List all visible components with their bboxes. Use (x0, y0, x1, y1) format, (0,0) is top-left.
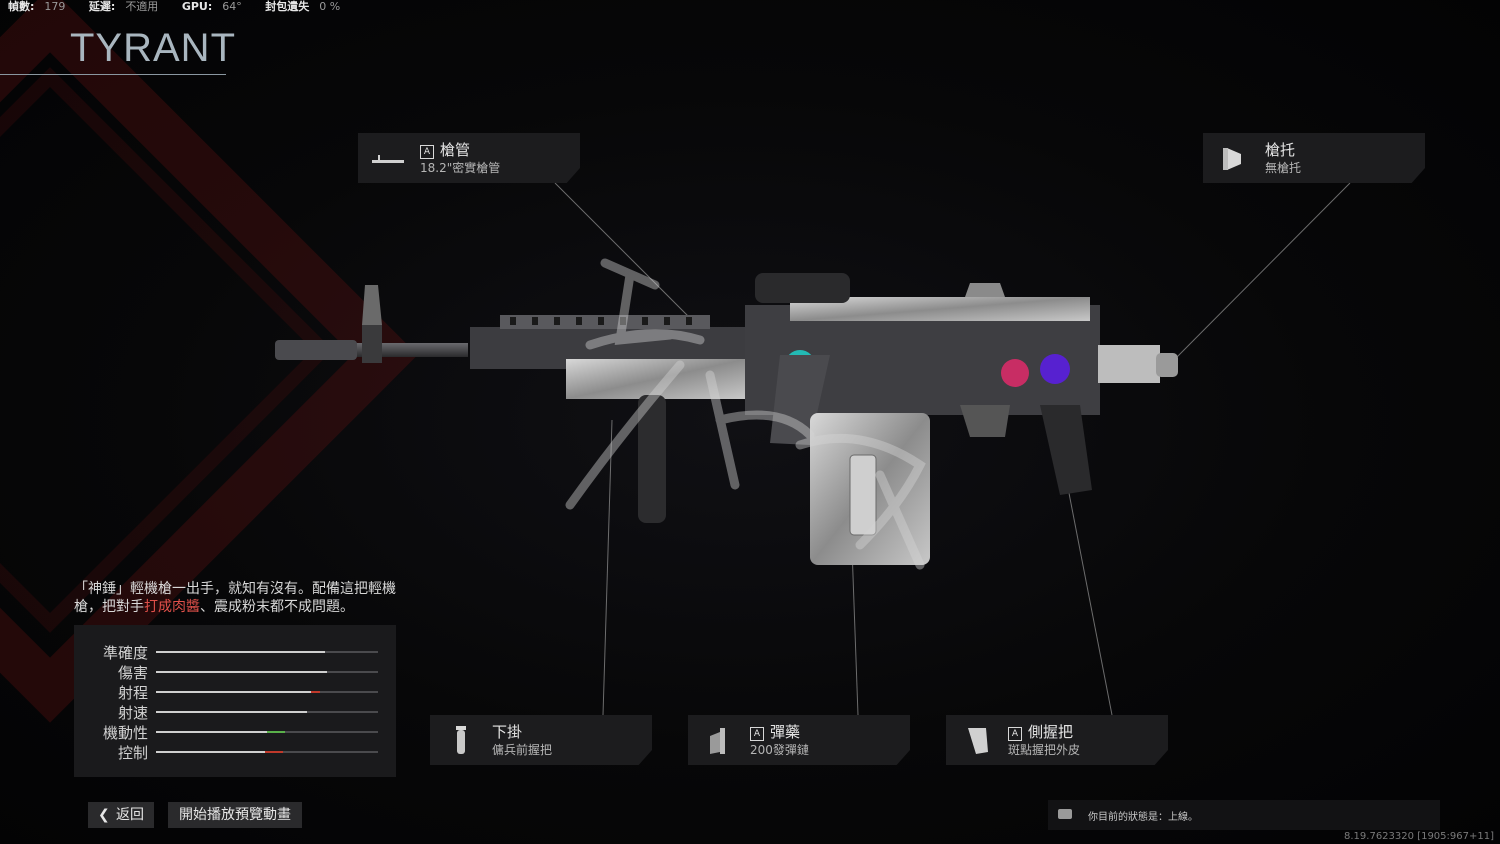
description-text-end: 、震成粉末都不成問題。 (200, 599, 354, 615)
stat-bar (156, 671, 378, 673)
stat-fill (156, 731, 267, 733)
title-underline (0, 74, 226, 75)
attachment-card-underbarrel[interactable]: 下掛 傭兵前握把 (430, 715, 652, 765)
attachment-name: 槍管 (440, 141, 471, 159)
description-text: 「神錘」輕機槍一出手，就知有沒有。配備這把輕機槍，把對手 (74, 581, 396, 615)
stat-row-fire-rate: 射速 (74, 702, 396, 722)
attachment-card-rear-grip[interactable]: A 側握把 斑點握把外皮 (946, 715, 1168, 765)
stat-delta (264, 751, 283, 753)
stat-row-accuracy: 準確度 (74, 642, 396, 662)
stat-fill (156, 671, 327, 673)
packet-loss-value: 0 % (319, 0, 341, 13)
chat-bubble-icon (1058, 809, 1072, 819)
stat-label: 控制 (117, 744, 148, 762)
ammo-icon (710, 728, 725, 754)
stat-delta (267, 731, 285, 733)
attachment-card-barrel[interactable]: A 槍管 18.2"密實槍管 (358, 133, 580, 183)
attachment-detail: 斑點握把外皮 (1008, 743, 1081, 757)
stat-label: 射速 (117, 704, 148, 722)
attachment-card-stock[interactable]: 槍托 無槍托 (1203, 133, 1425, 183)
gunsmith-badge-icon: A (750, 727, 764, 741)
stats-panel: 準確度 傷害 射程 射速 機動性 控制 (74, 625, 396, 777)
gunsmith-badge-icon: A (420, 145, 434, 159)
attachment-detail: 無槍托 (1265, 161, 1302, 175)
build-version: 8.19.7623320 [1905:967+11] (1344, 831, 1494, 842)
packet-loss-label: 封包遺失 (265, 0, 310, 13)
attachment-name: 槍托 (1265, 141, 1296, 159)
stat-fill (156, 711, 307, 713)
watermark-calligraphy (565, 258, 926, 570)
stat-label: 機動性 (102, 724, 148, 742)
attachment-detail: 傭兵前握把 (492, 743, 553, 757)
attachment-name: 側握把 (1028, 723, 1074, 741)
weapon-title: TYRANT (70, 26, 236, 70)
chevron-left-icon: ❮ (98, 807, 110, 823)
weapon-model (275, 273, 1178, 565)
stat-bar (156, 711, 378, 713)
back-button[interactable]: ❮ 返回 (88, 802, 154, 828)
gpu-label: GPU: (181, 0, 213, 13)
stat-row-range: 射程 (74, 682, 396, 702)
latency-label: 延遲: (88, 0, 116, 13)
performance-overlay: 幀數: 179 延遲: 不適用 GPU: 64° 封包遺失 0 % (8, 0, 340, 14)
stat-bar (156, 691, 378, 693)
status-text: 你目前的狀態是：上線。 (1088, 812, 1198, 823)
latency-value: 不適用 (125, 0, 159, 13)
attachment-detail: 200發彈鏈 (750, 743, 809, 757)
stat-fill (156, 751, 265, 753)
stat-fill (156, 691, 312, 693)
fps-value: 179 (44, 0, 66, 13)
stat-label: 準確度 (102, 644, 148, 662)
stat-bar (156, 651, 378, 653)
stock-icon (1223, 148, 1241, 170)
stat-label: 傷害 (117, 664, 148, 682)
stat-bar (156, 751, 378, 753)
stat-label: 射程 (117, 684, 148, 702)
foregrip-icon (456, 726, 466, 754)
stat-row-control: 控制 (74, 742, 396, 762)
barrel-icon (372, 155, 404, 163)
gunsmith-badge-icon: A (1008, 727, 1022, 741)
stat-delta (311, 691, 321, 693)
online-status-bar: 你目前的狀態是：上線。 (1048, 800, 1440, 830)
stat-row-damage: 傷害 (74, 662, 396, 682)
play-preview-button[interactable]: 開始播放預覽動畫 (168, 802, 302, 828)
attachment-detail: 18.2"密實槍管 (420, 161, 501, 175)
gpu-value: 64° (222, 0, 242, 13)
stat-row-mobility: 機動性 (74, 722, 396, 742)
back-button-label: 返回 (116, 807, 144, 823)
description-highlight: 打成肉醬 (144, 599, 200, 615)
weapon-description: 「神錘」輕機槍一出手，就知有沒有。配備這把輕機槍，把對手打成肉醬、震成粉末都不成… (74, 580, 404, 616)
attachment-name: 下掛 (492, 723, 523, 741)
stat-fill (156, 651, 325, 653)
fps-label: 幀數: (8, 0, 35, 13)
stat-bar (156, 731, 378, 733)
attachment-card-ammo[interactable]: A 彈藥 200發彈鏈 (688, 715, 910, 765)
grip-icon (968, 728, 988, 754)
attachment-name: 彈藥 (770, 723, 801, 741)
